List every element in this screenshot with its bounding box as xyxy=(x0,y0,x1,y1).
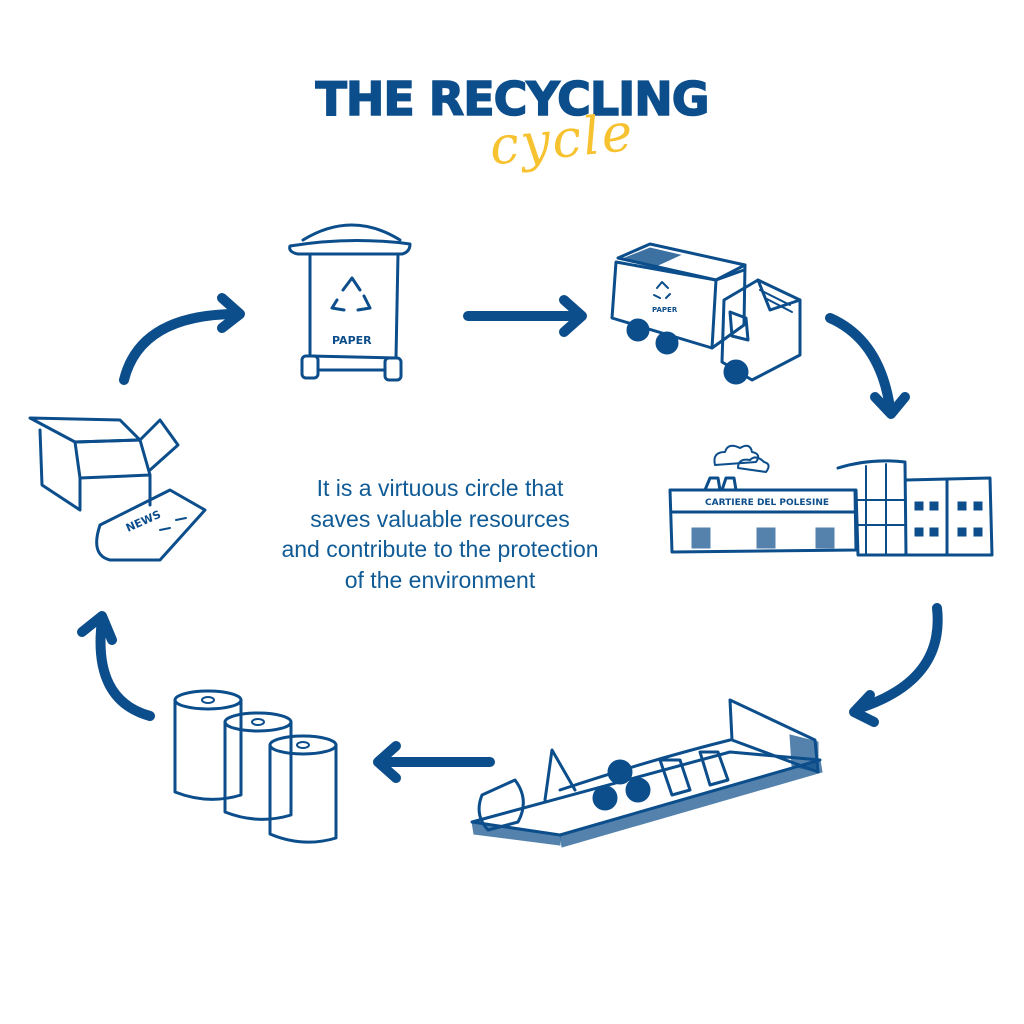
description-line: saves valuable resources xyxy=(310,505,570,532)
arrow-bin-to-truck xyxy=(463,295,587,337)
description-text: It is a virtuous circle that saves valua… xyxy=(200,473,680,595)
newspaper-label: NEWS xyxy=(124,508,163,535)
arrow-mill-to-machine xyxy=(849,603,943,727)
bin-label: PAPER xyxy=(332,334,372,347)
paper-machine-icon xyxy=(470,698,823,848)
page-title: THE RECYCLING xyxy=(315,71,711,127)
truck-label: PAPER xyxy=(652,306,678,314)
paper-rolls-icon xyxy=(173,689,338,844)
arrow-machine-to-rolls xyxy=(373,741,495,783)
arrow-truck-to-mill xyxy=(825,313,910,419)
description-line: It is a virtuous circle that xyxy=(316,475,564,501)
factory-label: CARTIERE DEL POLESINE xyxy=(705,498,829,508)
paper-bin-icon: PAPER xyxy=(288,223,412,382)
paper-mill-icon: CARTIERE DEL POLESINE xyxy=(668,444,994,557)
garbage-truck-icon: PAPER xyxy=(610,242,802,385)
description-line: of the environment xyxy=(344,566,536,593)
description-line: and contribute to the protection xyxy=(281,536,599,562)
arrow-rolls-to-box xyxy=(77,611,155,721)
box-newspaper-icon: NEWS xyxy=(28,416,207,562)
arrow-box-to-bin xyxy=(119,293,245,385)
